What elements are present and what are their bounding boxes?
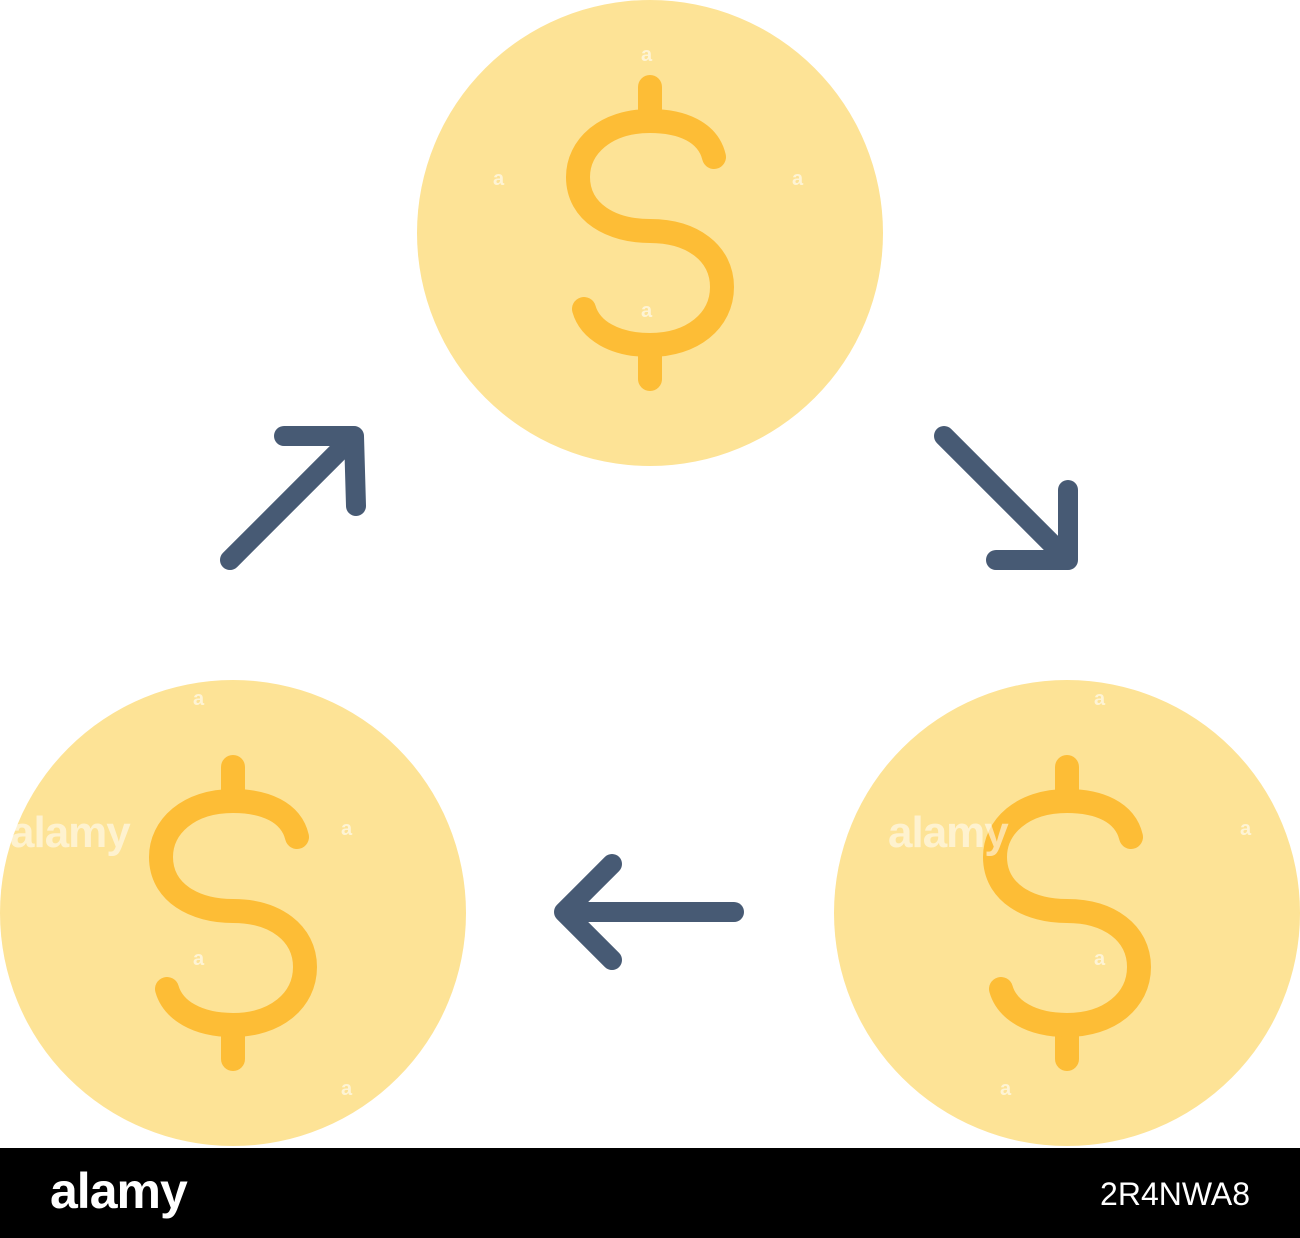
watermark-mark: a bbox=[1094, 948, 1106, 970]
bottom-left-dollar-coin-icon bbox=[0, 680, 466, 1146]
arrow-down-right-icon bbox=[934, 426, 1078, 570]
watermark-mark: a bbox=[641, 300, 653, 322]
bottom-left-dollar-sign-icon bbox=[149, 755, 317, 1071]
footer-logo: alamy bbox=[50, 1163, 188, 1219]
watermark-logo: alamy bbox=[10, 808, 131, 857]
top-dollar-coin-icon bbox=[417, 0, 883, 466]
watermark-mark: a bbox=[641, 44, 653, 66]
footer-image-id: 2R4NWA8 bbox=[1100, 1176, 1250, 1212]
money-cycle-illustration bbox=[0, 0, 1300, 1146]
bottom-right-dollar-coin-icon bbox=[834, 680, 1300, 1146]
watermark-mark: a bbox=[193, 948, 205, 970]
watermark-mark: a bbox=[493, 168, 505, 190]
footer-bar: alamy 2R4NWA8 bbox=[0, 1148, 1300, 1238]
watermark-mark: a bbox=[792, 168, 804, 190]
bottom-right-dollar-sign-icon bbox=[983, 755, 1151, 1071]
watermark-mark: a bbox=[341, 818, 353, 840]
watermark-mark: a bbox=[193, 688, 205, 710]
top-dollar-sign-icon bbox=[566, 75, 734, 391]
watermark-mark: a bbox=[341, 1078, 353, 1100]
watermark-mark: a bbox=[1240, 818, 1252, 840]
arrow-left-icon bbox=[554, 854, 744, 970]
watermark-mark: a bbox=[1000, 1078, 1012, 1100]
arrow-up-right-icon bbox=[220, 426, 366, 570]
watermark-logo: alamy bbox=[888, 808, 1009, 857]
watermark-mark: a bbox=[1094, 688, 1106, 710]
